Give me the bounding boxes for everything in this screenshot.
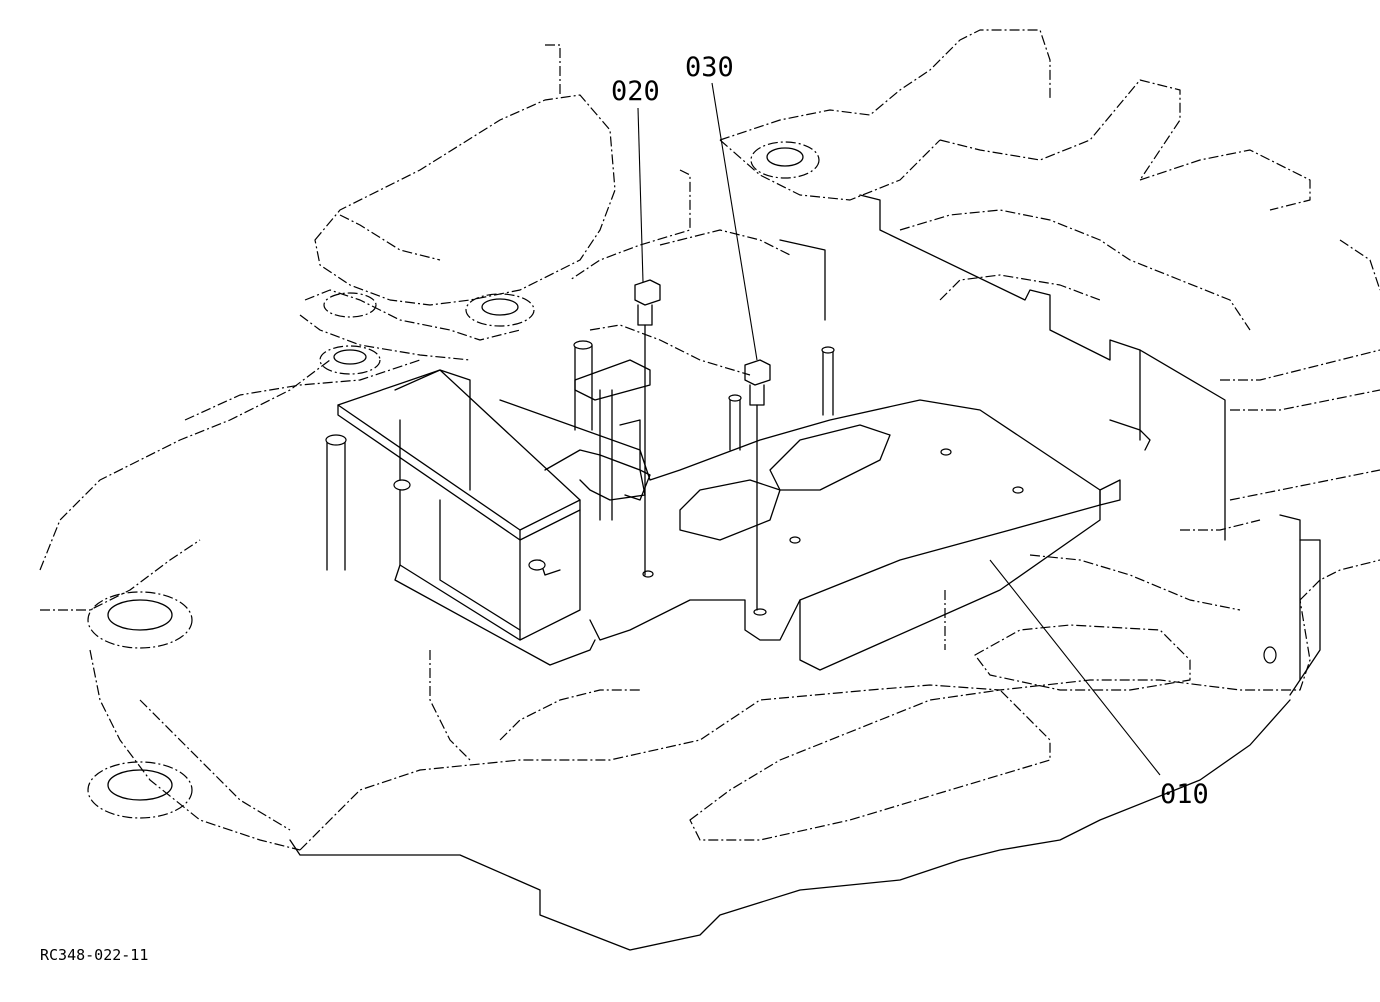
lever-stand-bracket — [325, 340, 835, 666]
leader-lines — [637, 82, 1161, 776]
right-side-panel — [779, 194, 1321, 696]
callout-010: 010 — [1160, 779, 1209, 810]
callout-020: 020 — [611, 76, 660, 107]
chassis-frame-phantom — [39, 29, 1380, 951]
swing-bosses — [87, 141, 820, 819]
drawing-code: RC348-022-11 — [40, 946, 148, 964]
callout-030: 030 — [685, 52, 734, 83]
bolt-030 — [744, 359, 771, 611]
bolt-020 — [634, 279, 661, 576]
floor-plate-010 — [499, 399, 1121, 671]
